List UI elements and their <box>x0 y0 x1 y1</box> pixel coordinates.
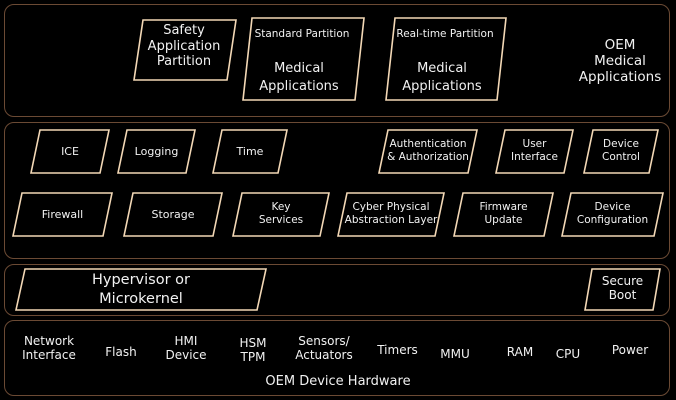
firewall-label: Firewall <box>41 208 84 221</box>
time-label: Time <box>236 145 264 158</box>
storage-label: Storage <box>151 208 195 221</box>
storage-shape <box>123 192 223 237</box>
ice-shape <box>30 129 110 174</box>
hypervisor-label: Hypervisor or Microkernel <box>91 272 190 307</box>
device-configuration-label: Device Configuration <box>576 201 649 226</box>
hw-hsm-tpm: HSM TPM <box>239 336 267 365</box>
services-layer <box>4 122 670 259</box>
device-control-shape <box>583 129 659 174</box>
oem-medical-applications-label: OEM Medical Applications <box>578 37 662 86</box>
oem-device-hardware-label: OEM Device Hardware <box>265 374 411 389</box>
standard-partition-title: Standard Partition <box>254 28 350 40</box>
authentication-shape <box>378 129 478 174</box>
ice-label: ICE <box>61 145 79 158</box>
firewall-shape <box>12 192 113 237</box>
safety-partition-label: Safety Application Partition <box>147 23 221 70</box>
cyber-physical-shape <box>337 192 445 237</box>
firmware-update-shape <box>453 192 554 237</box>
logging-shape <box>117 129 196 174</box>
device-control-label: Device Control <box>602 138 640 163</box>
authentication-label: Authentication & Authorization <box>387 138 469 163</box>
hw-cpu: CPU <box>555 347 581 361</box>
hw-ram: RAM <box>506 345 534 359</box>
user-interface-shape <box>495 129 574 174</box>
device-configuration-shape <box>561 192 664 237</box>
secure-boot-shape <box>584 268 661 311</box>
secure-boot-label: Secure Boot <box>601 274 644 303</box>
application-layer <box>4 4 670 117</box>
hardware-layer <box>4 320 670 396</box>
hypervisor-layer <box>4 264 670 316</box>
logging-label: Logging <box>134 145 179 158</box>
hw-mmu: MMU <box>440 347 470 361</box>
hypervisor-shape <box>15 268 267 311</box>
time-shape <box>212 129 288 174</box>
key-services-shape <box>232 192 330 237</box>
hw-power: Power <box>611 343 649 357</box>
safety-partition-shape <box>133 19 237 81</box>
key-services-label: Key Services <box>258 201 304 226</box>
standard-partition-shape <box>242 17 365 101</box>
hw-flash: Flash <box>105 345 137 359</box>
realtime-partition-body: Medical Applications <box>402 61 482 94</box>
user-interface-label: User Interface <box>510 138 558 163</box>
realtime-partition-shape <box>385 17 507 101</box>
hw-hmi-device: HMI Device <box>165 334 207 363</box>
standard-partition-body: Medical Applications <box>259 61 339 94</box>
realtime-partition-title: Real-time Partition <box>396 28 494 40</box>
hw-network-interface: Network Interface <box>22 334 76 363</box>
hw-sensors-actuators: Sensors/ Actuators <box>295 334 353 363</box>
hw-timers: Timers <box>377 343 418 357</box>
firmware-update-label: Firmware Update <box>479 201 528 226</box>
cyber-physical-label: Cyber Physical Abstraction Layer <box>344 201 438 226</box>
